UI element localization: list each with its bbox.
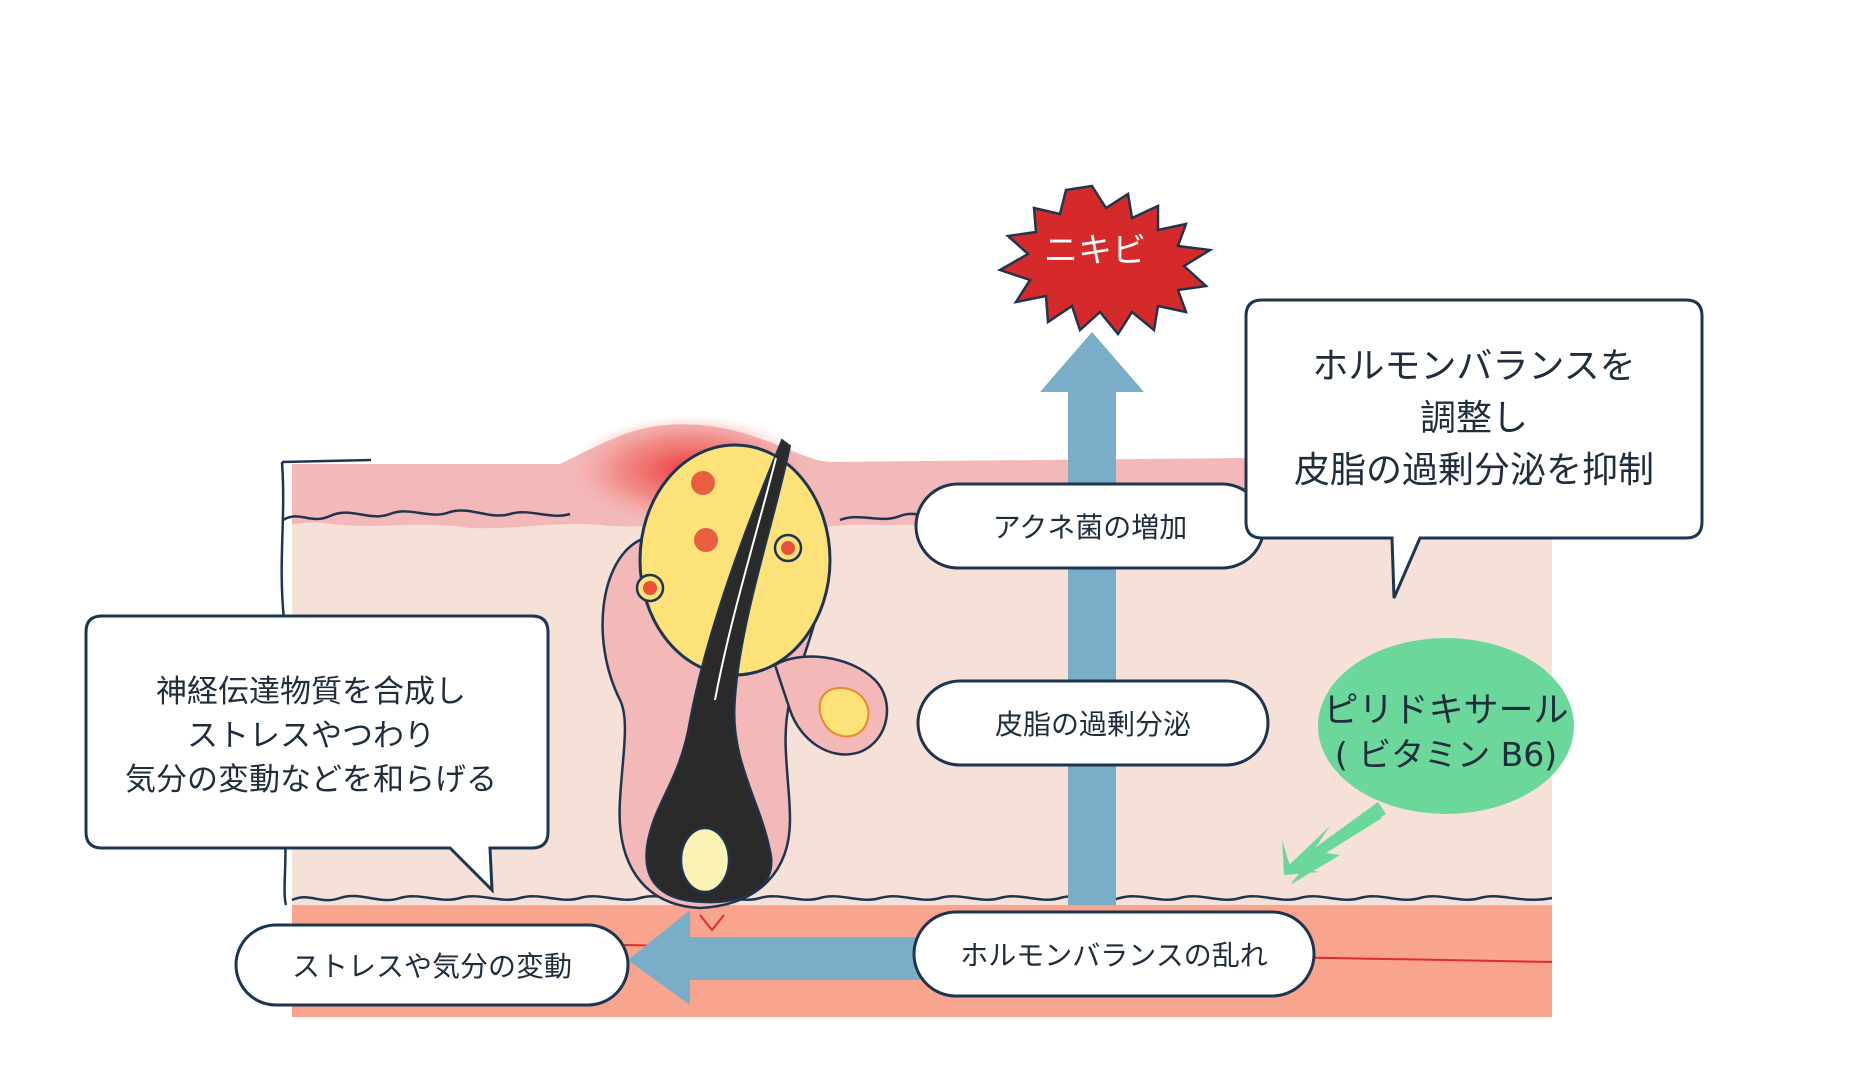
step-label-hormone: ホルモンバランスの乱れ: [960, 939, 1267, 972]
vitamin-subname: ( ビタミン B6): [1335, 735, 1557, 774]
vitamin-arrow-shaft: [1282, 802, 1386, 875]
callout-right: ホルモンバランスを 調整し 皮脂の過剰分泌を抑制: [1244, 298, 1704, 599]
callout-left-bubble: [84, 614, 550, 894]
step-pill: [234, 923, 630, 1007]
callout-left-line-2: ストレスやつわり: [187, 718, 435, 754]
vitamin-name: ピリドキサール: [1323, 691, 1568, 731]
side-gland-core: [818, 687, 870, 738]
step-stress: ストレスや気分の変動: [234, 923, 630, 1007]
acne-burst-label: ニキビ: [1044, 231, 1146, 271]
acne-bacteria-dot: [691, 471, 715, 495]
hair-bulb: [679, 826, 731, 894]
step-hormone: ホルモンバランスの乱れ: [912, 910, 1316, 998]
skin-cross-section: [280, 415, 1553, 1017]
callout-right-line-1: ホルモンバランスを: [1312, 346, 1635, 387]
flow-arrows: [628, 332, 1386, 1005]
callout-right-line-2: 調整し: [1420, 398, 1528, 439]
callout-left-line-1: 神経伝達物質を合成し: [156, 674, 466, 710]
acne-bacteria-dot: [781, 541, 795, 555]
burst-shape: [996, 184, 1214, 337]
skin-surface-line: [282, 509, 571, 522]
step-label-stress: ストレスや気分の変動: [292, 950, 572, 983]
hair-shaft: [645, 438, 792, 904]
step-label-sebum: 皮脂の過剰分泌: [995, 708, 1191, 741]
callout-left-line-3: 気分の変動などを和らげる: [125, 762, 497, 798]
step-sebum: 皮脂の過剰分泌: [916, 679, 1270, 767]
hair-follicle-group: [601, 438, 889, 910]
step-pill: [916, 679, 1270, 767]
dermis-layer: [292, 470, 1552, 905]
callout-right-line-3: 皮脂の過剰分泌を抑制: [1294, 450, 1654, 491]
hair-root-line: [714, 457, 777, 701]
acne-bacteria-dot: [643, 581, 657, 595]
up-arrow: [1040, 332, 1144, 905]
vitamin-ellipse: [1318, 638, 1574, 814]
left-arrow: [628, 910, 920, 1005]
step-acne-bacteria: アクネ菌の増加: [914, 482, 1266, 570]
step-pill: [912, 910, 1316, 998]
step-label-acne-bacteria: アクネ菌の増加: [993, 511, 1188, 544]
callout-left: 神経伝達物質を合成し ストレスやつわり 気分の変動などを和らげる: [84, 614, 550, 894]
vitamin-b6-badge: ピリドキサール ( ビタミン B6): [1318, 638, 1574, 814]
callout-right-bubble: [1244, 298, 1704, 599]
acne-burst: ニキビ: [996, 184, 1214, 337]
dermis-border: [291, 894, 1553, 902]
acne-bacteria-dot: [694, 528, 718, 552]
